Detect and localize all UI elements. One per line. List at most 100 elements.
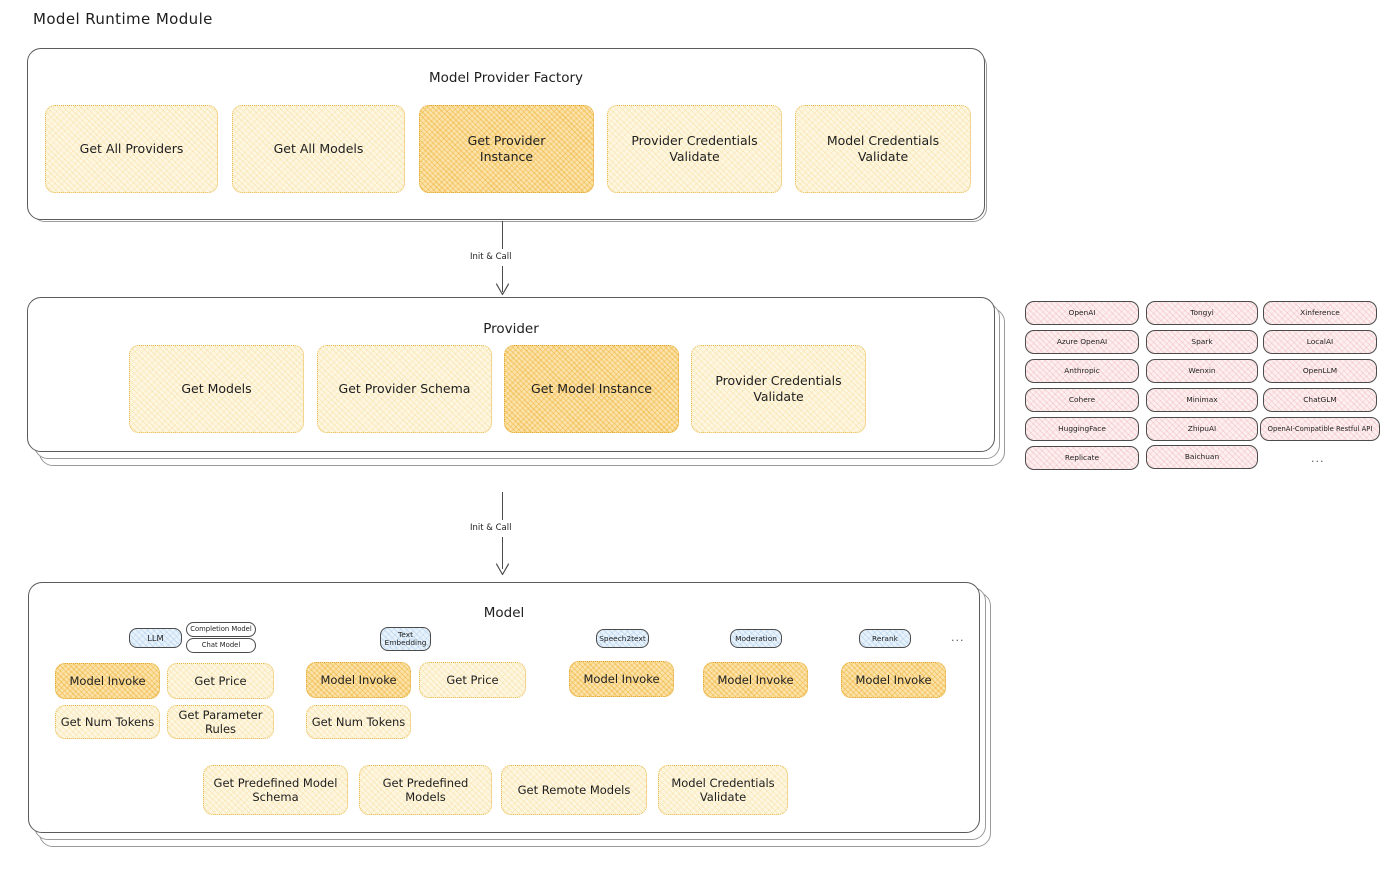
provider-list-label: Xinference <box>1300 308 1340 318</box>
provider-list-label: ZhipuAI <box>1187 424 1217 434</box>
model-method-llm-get-price[interactable]: Get Price <box>167 663 274 699</box>
provider-list-item-replicate[interactable]: Replicate <box>1025 446 1139 470</box>
factory-node-label: Get All Models <box>273 141 364 157</box>
model-common-method-get-predefined-models[interactable]: Get Predefined Models <box>359 765 492 815</box>
model-type-llm[interactable]: LLM <box>129 628 182 648</box>
provider-list-item-baichuan[interactable]: Baichuan <box>1146 445 1258 469</box>
factory-node-get-provider-instance[interactable]: Get Provider Instance <box>419 105 594 193</box>
model-type-rerank[interactable]: Rerank <box>859 629 911 648</box>
model-method-llm-get-parameter-rules[interactable]: Get Parameter Rules <box>167 705 274 739</box>
model-method-llm-get-num-tokens[interactable]: Get Num Tokens <box>55 705 160 739</box>
provider-list-label: ChatGLM <box>1303 395 1337 405</box>
provider-node-provider-credentials-validate[interactable]: Provider Credentials Validate <box>691 345 866 433</box>
model-type-llm-badge-completion-model[interactable]: Completion Model <box>186 622 256 637</box>
provider-list-label: Spark <box>1191 337 1213 347</box>
model-common-method-label: Get Remote Models <box>517 782 631 797</box>
factory-node-model-credentials-validate[interactable]: Model Credentials Validate <box>795 105 971 193</box>
provider-list-item-openai-compatible-restful-api[interactable]: OpenAI-Compatible Restful API <box>1260 417 1380 441</box>
model-type-label: LLM <box>147 632 164 643</box>
model-type-badge-label: Completion Model <box>190 625 252 634</box>
model-method-label: Get Price <box>446 672 499 687</box>
arrow-1-line <box>502 221 504 249</box>
model-method-label: Get Num Tokens <box>311 714 406 729</box>
provider-list-label: Anthropic <box>1064 366 1100 376</box>
provider-list-item-openai[interactable]: OpenAI <box>1025 301 1139 325</box>
provider-list-label: Baichuan <box>1184 452 1220 462</box>
model-type-speech2text[interactable]: Speech2text <box>596 629 649 648</box>
provider-list-item-zhipuai[interactable]: ZhipuAI <box>1146 417 1258 441</box>
provider-list-item-spark[interactable]: Spark <box>1146 330 1258 354</box>
model-type-badge-label: Chat Model <box>201 641 241 650</box>
provider-node-label: Get Model Instance <box>531 381 652 397</box>
model-common-method-label: Model Credentials Validate <box>671 775 775 804</box>
model-types-more-ellipsis: ... <box>951 631 965 644</box>
provider-node-get-models[interactable]: Get Models <box>129 345 304 433</box>
model-method-moderation-model-invoke[interactable]: Model Invoke <box>703 662 808 698</box>
model-method-label: Model Invoke <box>69 673 146 688</box>
model-type-moderation[interactable]: Moderation <box>730 629 782 648</box>
model-type-text-embedding[interactable]: Text Embedding <box>380 627 431 651</box>
arrow-1-label: Init & Call <box>470 252 512 262</box>
provider-list-item-openllm[interactable]: OpenLLM <box>1263 359 1377 383</box>
model-type-llm-badge-chat-model[interactable]: Chat Model <box>186 638 256 653</box>
factory-node-get-all-models[interactable]: Get All Models <box>232 105 405 193</box>
arrow-2-line-lower <box>502 537 504 569</box>
provider-list-item-anthropic[interactable]: Anthropic <box>1025 359 1139 383</box>
model-method-label: Model Invoke <box>320 672 397 687</box>
model-method-rerank-model-invoke[interactable]: Model Invoke <box>841 662 946 698</box>
provider-node-get-provider-schema[interactable]: Get Provider Schema <box>317 345 492 433</box>
model-method-text-embedding-model-invoke[interactable]: Model Invoke <box>306 662 411 698</box>
provider-list-label: Replicate <box>1064 453 1100 463</box>
model-method-speech2text-model-invoke[interactable]: Model Invoke <box>569 661 674 697</box>
factory-node-label: Model Credentials Validate <box>826 133 940 164</box>
provider-node-label: Get Models <box>181 381 252 397</box>
provider-list-item-wenxin[interactable]: Wenxin <box>1146 359 1258 383</box>
provider-list-item-cohere[interactable]: Cohere <box>1025 388 1139 412</box>
model-common-method-label: Get Predefined Models <box>382 775 469 804</box>
provider-list-item-chatglm[interactable]: ChatGLM <box>1263 388 1377 412</box>
provider-list-label: HuggingFace <box>1058 424 1106 434</box>
factory-node-label: Provider Credentials Validate <box>631 133 758 164</box>
model-method-label: Get Price <box>194 673 247 688</box>
model-title: Model <box>483 605 525 621</box>
provider-list-item-minimax[interactable]: Minimax <box>1146 388 1258 412</box>
model-type-label: Speech2text <box>599 633 646 643</box>
provider-node-label: Provider Credentials Validate <box>715 373 842 404</box>
arrow-1-head-icon <box>495 283 510 296</box>
model-common-method-model-credentials-validate[interactable]: Model Credentials Validate <box>658 765 788 815</box>
provider-list-item-azure-openai[interactable]: Azure OpenAI <box>1025 330 1139 354</box>
provider-list-label: Cohere <box>1068 395 1096 405</box>
provider-list-label: Wenxin <box>1188 366 1216 376</box>
factory-node-get-all-providers[interactable]: Get All Providers <box>45 105 218 193</box>
arrow-2-label: Init & Call <box>470 523 512 533</box>
model-method-llm-model-invoke[interactable]: Model Invoke <box>55 663 160 699</box>
provider-list-item-tongyi[interactable]: Tongyi <box>1146 301 1258 325</box>
provider-list-item-localai[interactable]: LocalAI <box>1263 330 1377 354</box>
provider-list-label: Azure OpenAI <box>1056 337 1108 347</box>
provider-list-more-ellipsis: ... <box>1311 452 1325 465</box>
factory-node-label: Get Provider Instance <box>467 133 546 164</box>
provider-list-label: OpenAI-Compatible Restful API <box>1267 424 1373 433</box>
model-common-method-get-remote-models[interactable]: Get Remote Models <box>501 765 647 815</box>
model-type-label: Moderation <box>735 633 777 643</box>
provider-list-label: LocalAI <box>1306 337 1334 347</box>
model-common-method-get-predefined-model-schema[interactable]: Get Predefined Model Schema <box>203 765 348 815</box>
provider-node-label: Get Provider Schema <box>338 381 471 397</box>
model-method-label: Get Parameter Rules <box>178 707 263 736</box>
factory-node-provider-credentials-validate[interactable]: Provider Credentials Validate <box>607 105 782 193</box>
model-method-text-embedding-get-price[interactable]: Get Price <box>419 662 526 698</box>
provider-list-item-huggingface[interactable]: HuggingFace <box>1025 417 1139 441</box>
provider-node-get-model-instance[interactable]: Get Model Instance <box>504 345 679 433</box>
model-common-method-label: Get Predefined Model Schema <box>213 775 338 804</box>
provider-list-label: OpenLLM <box>1302 366 1338 376</box>
provider-list-label: OpenAI <box>1068 308 1096 318</box>
model-method-label: Model Invoke <box>855 672 932 687</box>
factory-title: Model Provider Factory <box>428 70 583 86</box>
model-method-text-embedding-get-num-tokens[interactable]: Get Num Tokens <box>306 705 411 739</box>
provider-list-item-xinference[interactable]: Xinference <box>1263 301 1377 325</box>
model-method-label: Model Invoke <box>717 672 794 687</box>
arrow-2-line <box>502 492 504 520</box>
model-method-label: Get Num Tokens <box>60 714 155 729</box>
provider-title: Provider <box>483 321 539 337</box>
model-type-label: Text Embedding <box>384 629 427 647</box>
